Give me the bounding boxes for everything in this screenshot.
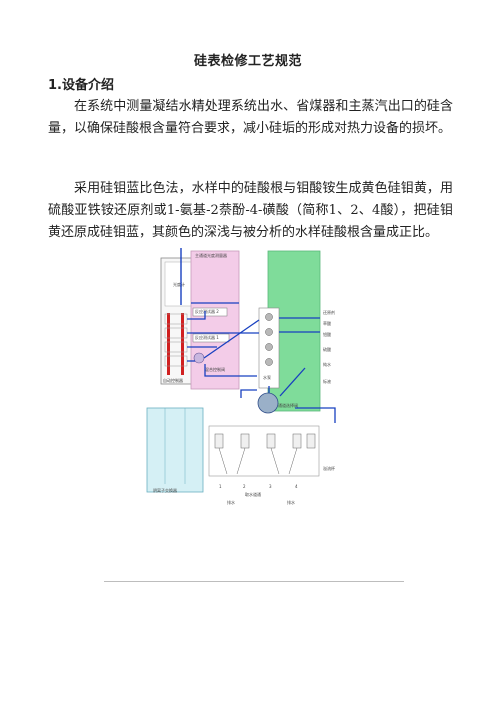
resin-box-label: 阴离子交换器 (153, 487, 177, 493)
auto-controller-label: 自动控制器 (163, 377, 183, 383)
drain-label-2: 排水 (287, 499, 295, 505)
reagent-label-2: 草酸 (323, 320, 331, 326)
reaction-label-1: 反应测试器 1 (195, 334, 219, 340)
anion-exchanger (146, 407, 204, 493)
main-valve-label: 通道选择阀 (278, 402, 298, 408)
reagent-bottle-1 (265, 313, 273, 321)
channel-3: 3 (269, 484, 272, 489)
photometer-box (164, 261, 196, 307)
paragraph-method: 采用硅钼蓝比色法，水样中的硅酸根与钼酸铵生成黄色硅钼黄，用硫酸亚铁铵还原剂或1-… (48, 181, 453, 240)
red-rail-left (167, 313, 170, 375)
footer-divider (104, 581, 404, 582)
photometer-label: 光度计 (173, 281, 185, 287)
paragraph-intro: 在系统中测量凝结水精处理系统出水、省煤器和主蒸汽出口的硅含量，以确保硅酸根含量符… (48, 99, 453, 136)
reagent-label-3: 钼酸 (323, 331, 331, 337)
reagent-bottle-4 (265, 358, 273, 366)
reaction-box-1 (192, 333, 230, 343)
silicon-analyzer-diagram: 光度计 主通道光度测量器 反应测试器 2 反应测试器 1 混合控制阀 自动控制器… (146, 248, 336, 505)
reagent-bottle-2 (265, 328, 273, 336)
reaction-box-2 (192, 307, 228, 317)
pure-water-label: 水泵 (263, 374, 271, 380)
reagent-label-4: 硫酸 (323, 346, 331, 352)
mixer-label: 混合控制阀 (205, 366, 225, 372)
drain-box-label: 溢流杯 (323, 465, 335, 471)
channel-2: 2 (243, 484, 246, 489)
channel-1: 1 (219, 484, 222, 489)
sample-cups (214, 433, 316, 449)
page-title: 硅表检修工艺规范 (193, 54, 302, 69)
section-heading: 1.设备介绍 (48, 78, 114, 93)
red-rail-right (181, 313, 184, 375)
mixer-valve (193, 352, 205, 364)
drain-label-1: 排水 (227, 499, 235, 505)
manifold-label: 取水道通 (245, 491, 261, 497)
channel-selector-valve (257, 392, 279, 414)
top-label: 主通道光度测量器 (195, 252, 227, 258)
standard-label: 标液 (323, 378, 331, 384)
reagent-bottle-3 (265, 343, 273, 351)
reaction-label-2: 反应测试器 2 (195, 308, 219, 314)
water-label: 纯水 (323, 361, 331, 367)
channel-4: 4 (295, 484, 298, 489)
reagent-label-1: 还原剂 (323, 309, 335, 315)
controller-panel (190, 250, 240, 390)
